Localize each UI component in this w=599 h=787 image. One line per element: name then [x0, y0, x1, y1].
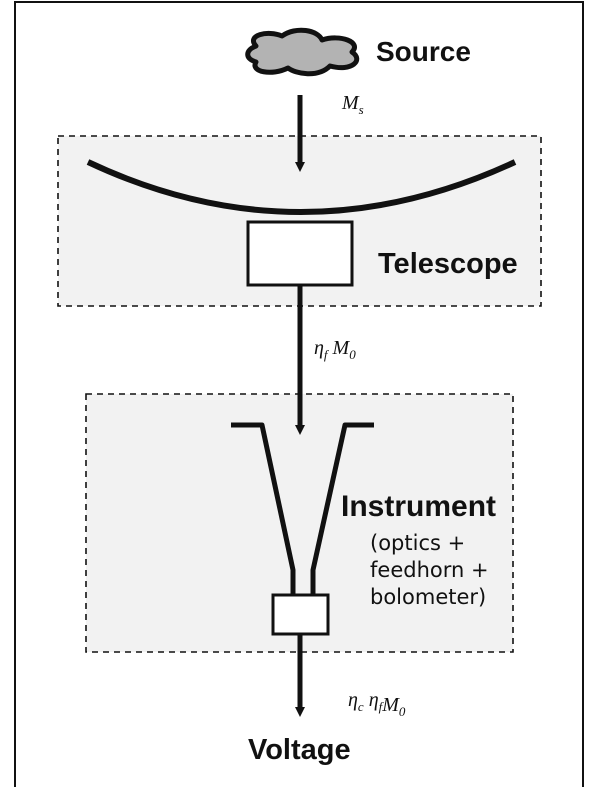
instrument-detail-line-2: feedhorn + — [370, 558, 489, 582]
instrument-detail-line-3: bolometer) — [370, 585, 486, 609]
signal-telescope-label: ηf M0 — [314, 337, 356, 362]
signal-instrument-label: ηc ηfM0 — [348, 689, 406, 719]
feedhorn — [231, 422, 374, 595]
signal-source-label: Ms — [341, 92, 364, 117]
primary-mirror — [86, 159, 517, 215]
source-label: Source — [376, 36, 471, 67]
telescope-label: Telescope — [378, 248, 518, 280]
source-cloud-icon — [245, 27, 360, 77]
telescope-receiver-box — [246, 220, 354, 287]
outer-frame — [14, 1, 584, 787]
instrument-label: Instrument — [341, 490, 496, 523]
bolometer-box — [271, 593, 330, 636]
output-label: Voltage — [248, 734, 351, 766]
instrument-detail-line-1: (optics + — [370, 531, 465, 555]
